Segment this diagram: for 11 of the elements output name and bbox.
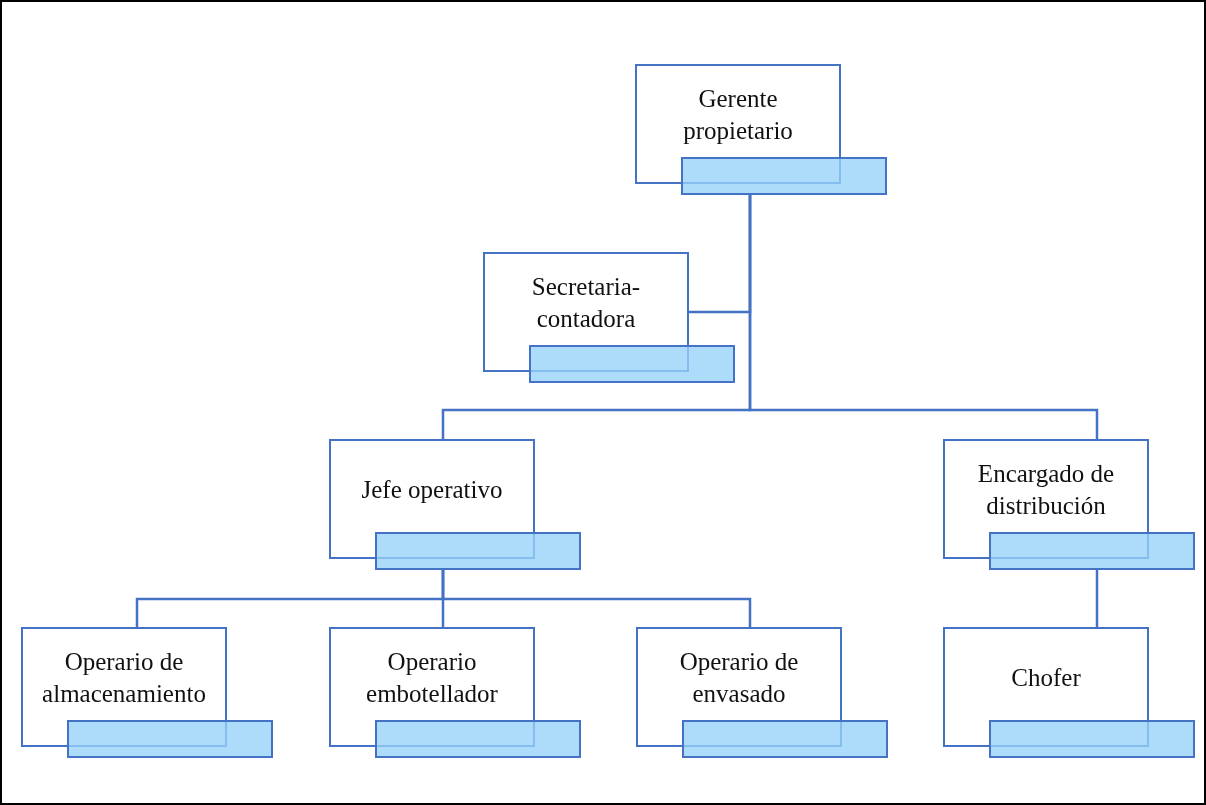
position-title: Operario de almacenamiento bbox=[41, 647, 207, 709]
position-title: Encargado de distribución bbox=[976, 459, 1116, 521]
connector-line bbox=[1095, 570, 1099, 627]
position-title: Jefe operativo bbox=[361, 474, 503, 505]
position-title: Operario embotellador bbox=[365, 647, 499, 709]
position-title: Chofer bbox=[1011, 662, 1081, 693]
connector-line bbox=[748, 195, 1099, 439]
connector-line bbox=[441, 570, 752, 627]
position-title: Operario de envasado bbox=[678, 647, 800, 709]
position-title: Secretaria- contadora bbox=[530, 272, 642, 334]
position-title: Gerente propietario bbox=[682, 84, 794, 146]
